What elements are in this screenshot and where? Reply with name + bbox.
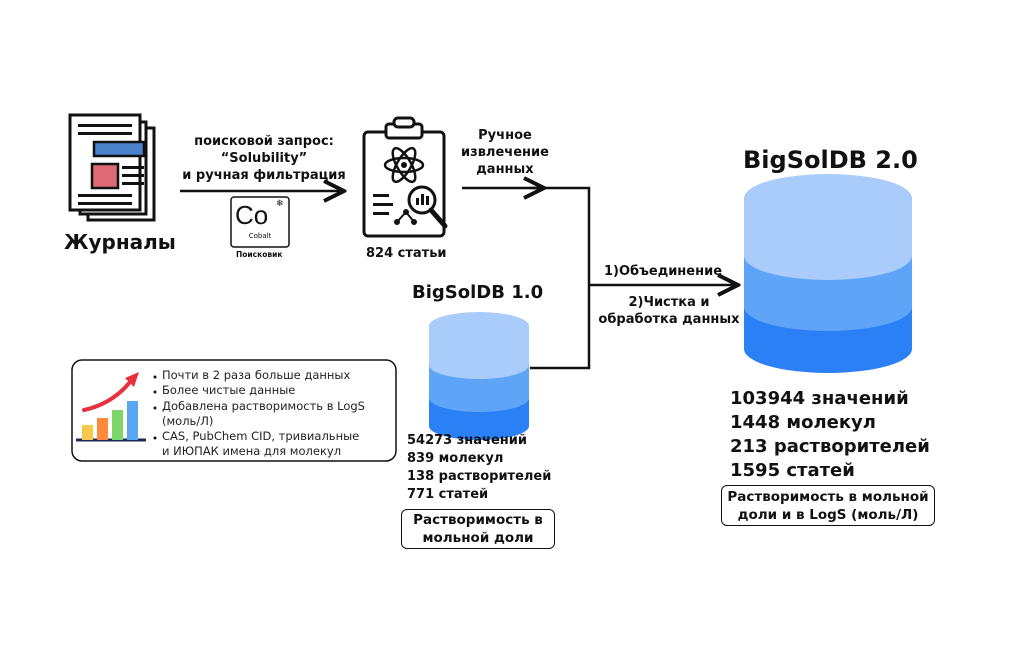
db1-molecules: 839 молекул: [407, 451, 504, 466]
merge-step2-line2: обработка данных: [598, 312, 740, 327]
improvement-item-continued: и ИЮПАК имена для молекул: [162, 444, 342, 459]
bigsoldb-1-database-icon: [429, 312, 529, 440]
merge-step2-label: 2)Чистка и обработка данных: [594, 294, 744, 328]
bigsoldb-2-title: BigSolDB 2.0: [743, 146, 918, 174]
extraction-line2: извлечение: [461, 145, 549, 160]
db1-note-line1: Растворимость в: [413, 512, 543, 528]
cobalt-tile: Co ❄ Cobalt: [231, 197, 289, 247]
snowflake-icon: ❄: [276, 199, 284, 209]
search-query-line3: и ручная фильтрация: [182, 168, 346, 183]
db2-note-line1: Растворимость в мольной: [727, 488, 929, 505]
merge-step2-line1: 2)Чистка и: [628, 295, 710, 310]
merge-connector: [530, 186, 591, 370]
bigsoldb-1-note-box: Растворимость в мольной доли: [401, 509, 555, 549]
db1-values: 54273 значений: [407, 433, 528, 448]
db2-values: 103944 значений: [730, 388, 909, 409]
extraction-line3: данных: [476, 162, 534, 177]
db2-solvents: 213 растворителей: [730, 436, 930, 457]
db2-note-line2: доли и в LogS (моль/Л): [737, 506, 919, 523]
extraction-line1: Ручное: [478, 128, 532, 143]
bigsoldb-1-stats: 54273 значений 839 молекул 138 растворит…: [407, 432, 551, 504]
clipboard-atom-icon: [362, 116, 448, 238]
db2-molecules: 1448 молекул: [730, 412, 876, 433]
growth-chart-icon: [76, 372, 146, 442]
newspaper-icon: [68, 113, 156, 222]
cobalt-symbol: Co: [235, 200, 269, 230]
improvement-item: Добавлена растворимость в LogS: [162, 398, 365, 413]
improvement-item-continued: (моль/Л): [162, 413, 214, 428]
bigsoldb-1-title: BigSolDB 1.0: [412, 282, 544, 303]
search-engine-label: Поисковик: [236, 250, 283, 259]
improvements-list: Почти в 2 раза больше данных Более чисты…: [162, 368, 365, 460]
search-query-line1: поисковой запрос:: [194, 134, 334, 149]
improvements-box: [71, 359, 397, 462]
search-query-label: поисковой запрос: “Solubility” и ручная …: [176, 133, 352, 184]
articles-count-label: 824 статьи: [366, 246, 447, 261]
db2-articles: 1595 статей: [730, 460, 855, 481]
improvements-bullets: [153, 375, 157, 440]
db1-solvents: 138 растворителей: [407, 469, 552, 484]
db1-articles: 771 статей: [407, 487, 489, 502]
bigsoldb-2-note-box: Растворимость в мольной доли и в LogS (м…: [721, 485, 935, 526]
improvement-item: Почти в 2 раза больше данных: [162, 368, 351, 382]
improvement-item: Более чистые данные: [162, 383, 296, 398]
db1-note-line2: мольной доли: [422, 530, 534, 546]
merge-step1-label: 1)Объединение: [604, 264, 723, 279]
improvement-item: CAS, PubChem CID, тривиальные: [162, 429, 360, 444]
search-query-line2: “Solubility”: [220, 151, 308, 166]
manual-extraction-label: Ручное извлечение данных: [455, 127, 555, 178]
bigsoldb-2-stats: 103944 значений 1448 молекул 213 раствор…: [730, 387, 930, 483]
cobalt-search-engine-icon: [230, 196, 290, 248]
cobalt-element-name: Cobalt: [248, 232, 272, 240]
bigsoldb-2-database-icon: [744, 174, 912, 373]
journals-label: Журналы: [64, 230, 176, 254]
